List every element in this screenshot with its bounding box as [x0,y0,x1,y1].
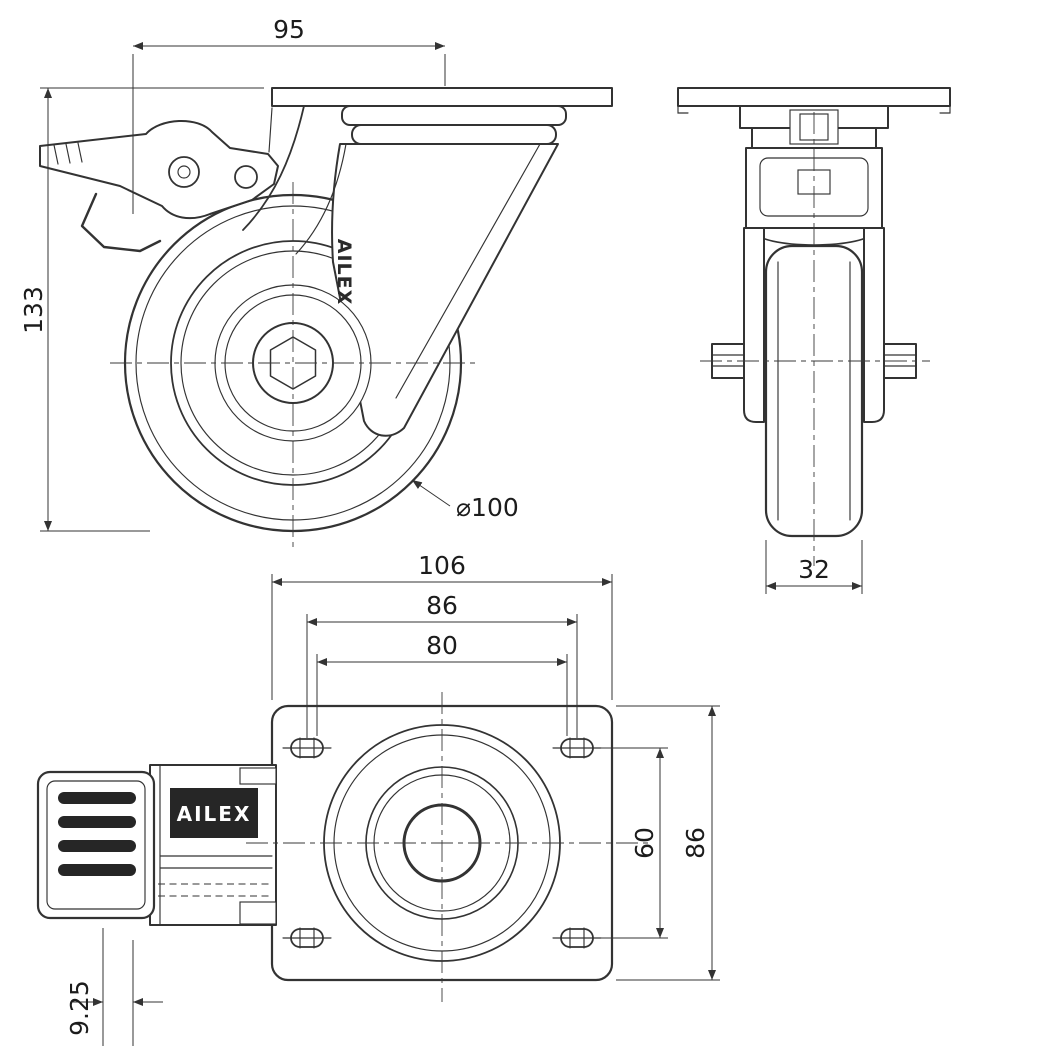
dimension-95: 95 [132,15,446,214]
mounting-plate-front [677,87,951,114]
side-centerlines [110,182,480,552]
pedal-hidden-lines [158,883,270,897]
lever-grip-serrations [53,142,83,165]
fork-leg-right [863,227,885,423]
side-view: AILEX 95 133 ⌀100 [19,15,613,552]
dimension-106: 106 [271,551,613,700]
lever-pivot-hole [168,156,200,188]
diameter-callout: ⌀100 [411,479,519,522]
dimension-60: 60 [590,747,668,939]
lever-bracket-link [268,107,273,153]
dim-60-label: 60 [630,827,659,859]
fork-leg-left [743,227,765,423]
dim-9-25-label: 9.25 [65,980,94,1036]
dimension-9-25: 9.25 [65,928,163,1046]
dim-106-label: 106 [418,551,466,580]
brand-plate [170,788,258,838]
dimension-133: 133 [19,87,264,532]
front-view: 32 [677,87,951,594]
plan-view: AILEX 106 86 80 [36,551,720,1046]
bolt-slot-bottom-left [282,927,332,949]
brand-label: AILEX [177,802,252,826]
pedal-hinge-lug-bottom [239,901,277,925]
fork-brand-label: AILEX [333,239,355,306]
tread-edge-lines [777,261,851,521]
brake-pedal: AILEX [36,764,277,926]
dim-diameter-label: ⌀100 [456,493,519,522]
pedal-ribs [58,792,136,876]
pedal-hinge-lug-top [239,767,277,785]
dim-86v-label: 86 [681,827,710,859]
brake-spring-clip [80,192,162,253]
brake-arm [242,105,347,255]
plan-centerlines [246,692,652,1002]
swivel-raceway-lower [351,124,557,145]
dimension-86-horizontal: 86 [306,591,578,738]
dimension-32: 32 [765,540,863,594]
dim-80-label: 80 [426,631,458,660]
dim-133-label: 133 [19,286,48,334]
swivel-raceway-upper [341,105,567,126]
dim-95-label: 95 [273,15,305,44]
dim-32-label: 32 [798,555,830,584]
brake-lever [39,107,279,253]
lever-link-hole [234,165,258,189]
dim-86h-label: 86 [426,591,458,620]
dimension-86-vertical: 86 [616,705,720,981]
front-centerlines [700,112,930,566]
bolt-slot-top-left [282,737,332,759]
dimension-80: 80 [316,631,568,736]
fork-legs [743,227,885,423]
top-plate-side [271,87,613,107]
mounting-plate-side [271,87,613,145]
brake-lever-body [39,119,279,220]
